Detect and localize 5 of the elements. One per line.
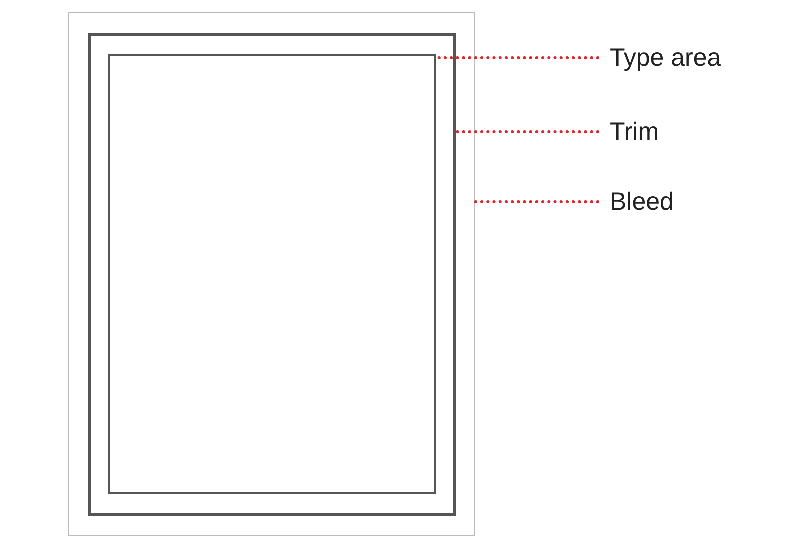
leader-line [474, 200, 600, 204]
leader-line [454, 130, 600, 134]
trim-rectangle [88, 33, 456, 516]
bleed-rectangle [68, 12, 475, 536]
type-area-rectangle [108, 54, 436, 494]
